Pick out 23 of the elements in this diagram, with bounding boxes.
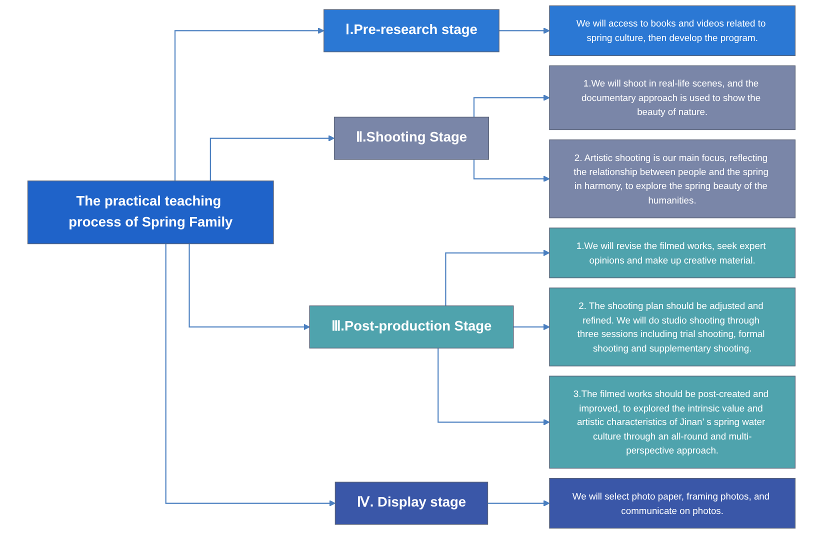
node-box: 1.We will revise the filmed works, seek expert opinions and make up creative material.: [548, 228, 796, 278]
arrow: [498, 28, 550, 34]
arrow: [486, 500, 550, 506]
arrow: [472, 159, 550, 182]
node-box: 1.We will shoot in real-life scenes, and the documentary approach is used to show the beauty of nature.: [548, 65, 796, 130]
arrow: [512, 324, 550, 330]
node-box: We will select photo paper, framing photos, and communicate on photos.: [548, 478, 796, 529]
node-box: Ⅱ.Shooting Stage: [333, 116, 489, 160]
arrow: [174, 28, 324, 181]
node-box: Ⅲ.Post-production Stage: [308, 305, 514, 348]
node-box: Ⅰ.Pre-research stage: [323, 9, 499, 52]
node-box: Ⅳ. Display stage: [334, 482, 488, 525]
node-box: 3.The filmed works should be post-created and improved, to explored the intrinsic value and artistic characteristics of Jinan’ s spring water culture through an all-round and multi-perspective approach.: [548, 376, 796, 469]
node-box: 2. Artistic shooting is our main focus, reflecting the relationship between people and the spring in harmony, to explore the spring beauty of the humanities.: [548, 139, 796, 218]
node-box: The practical teaching process of Spring Family: [26, 180, 274, 244]
arrow: [472, 94, 550, 118]
arrow: [209, 135, 334, 181]
arrow: [164, 244, 336, 506]
node-box: 2. The shooting plan should be adjusted and refined. We will do studio shooting through three sessions including trial shooting, formal shooting and supplementary shooting.: [548, 288, 796, 366]
arrow: [437, 348, 550, 426]
node-box: We will access to books and videos related to spring culture, then develop the program.: [548, 5, 796, 56]
arrow: [188, 244, 310, 330]
arrow: [444, 250, 550, 306]
